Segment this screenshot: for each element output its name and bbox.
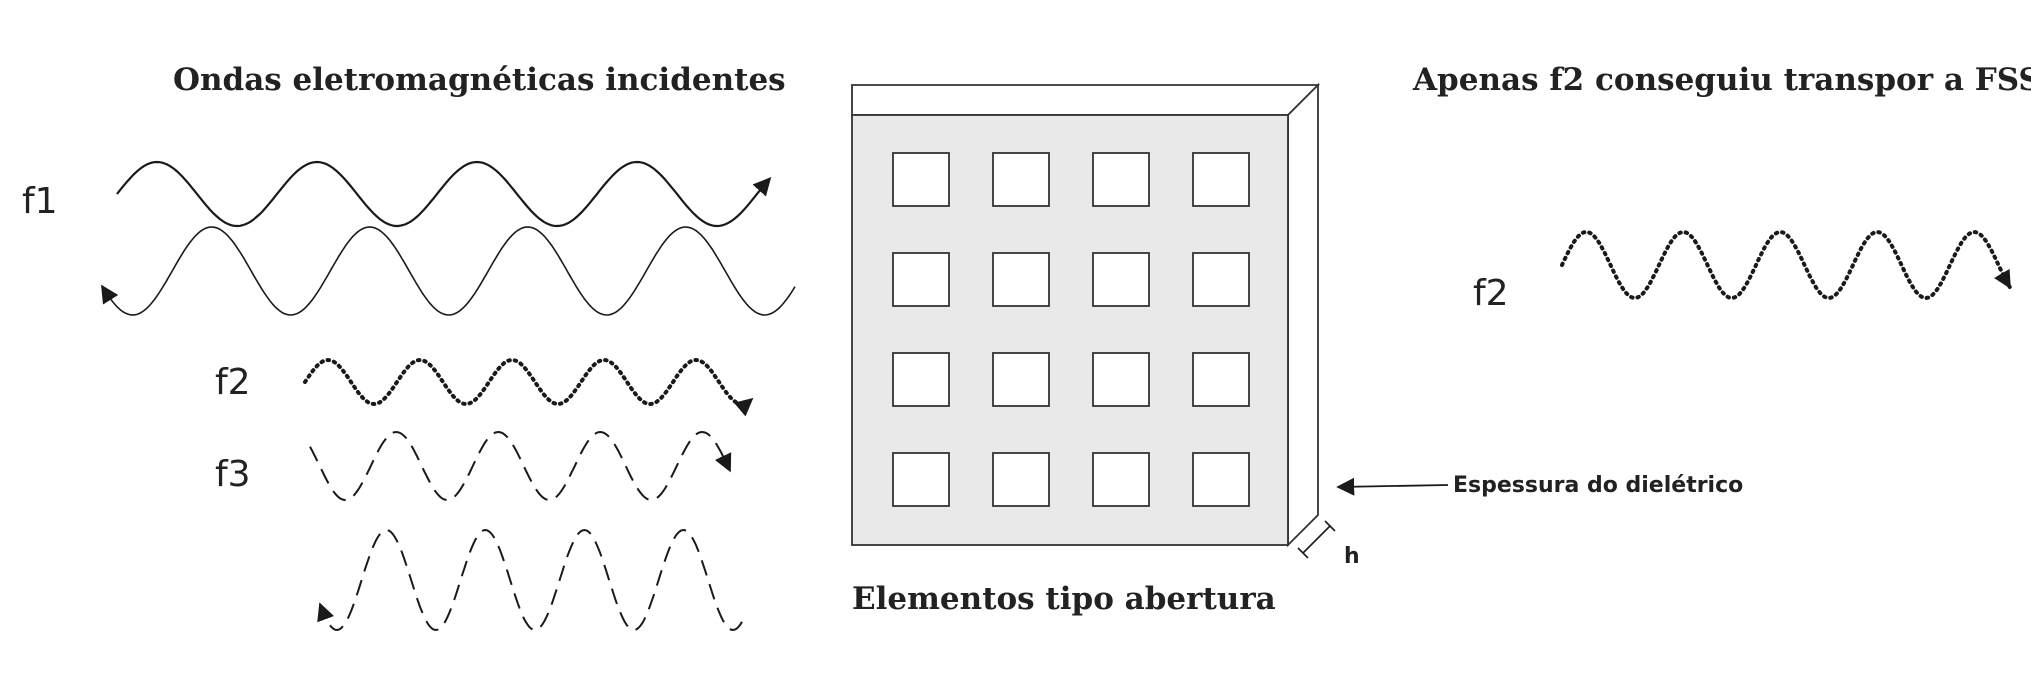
fss-slab xyxy=(851,82,1321,548)
aperture-element xyxy=(1192,152,1250,207)
aperture-elements-caption: Elementos tipo abertura xyxy=(852,581,1276,617)
f3-incident-wave xyxy=(309,430,732,502)
aperture-element xyxy=(1192,252,1250,307)
aperture-element xyxy=(992,152,1050,207)
aperture-element xyxy=(1092,152,1150,207)
aperture-element xyxy=(992,352,1050,407)
f1-incident-wave xyxy=(116,160,772,228)
thickness-annotation: Espessura do dielétrico h xyxy=(1297,473,1743,569)
aperture-grid xyxy=(892,152,1250,507)
fss-side-face xyxy=(1287,82,1319,548)
h-label: h xyxy=(1344,544,1360,569)
incident-waves-title: Ondas eletromagnéticas incidentes xyxy=(173,62,786,98)
f2-transmitted-label: f2 xyxy=(1473,273,1509,314)
f2-transmitted-wave xyxy=(1560,229,2012,301)
aperture-element xyxy=(992,452,1050,507)
f1-reflected-wave xyxy=(101,226,796,316)
h-dimension-tick-end xyxy=(1324,520,1336,532)
aperture-element xyxy=(892,352,950,407)
h-dimension-line xyxy=(1302,525,1331,554)
f2-label: f2 xyxy=(215,362,251,403)
f2-incident-wave xyxy=(303,357,754,417)
thickness-pointer-arrow xyxy=(1336,477,1449,496)
aperture-element xyxy=(1192,352,1250,407)
fss-top-face xyxy=(851,84,1321,116)
f1-label: f1 xyxy=(22,181,58,222)
aperture-element xyxy=(1092,452,1150,507)
incident-waves xyxy=(101,160,796,632)
aperture-element xyxy=(892,452,950,507)
f3-label: f3 xyxy=(215,454,251,495)
f3-reflected-wave xyxy=(317,528,743,632)
thickness-label: Espessura do dielétrico xyxy=(1453,473,1743,498)
aperture-element xyxy=(892,252,950,307)
aperture-element xyxy=(1192,452,1250,507)
aperture-element xyxy=(992,252,1050,307)
h-dimension-tick-start xyxy=(1297,547,1309,559)
aperture-element xyxy=(1092,252,1150,307)
transmitted-wave-title: Apenas f2 conseguiu transpor a FSS xyxy=(1412,62,2031,98)
aperture-element xyxy=(1092,352,1150,407)
aperture-element xyxy=(892,152,950,207)
